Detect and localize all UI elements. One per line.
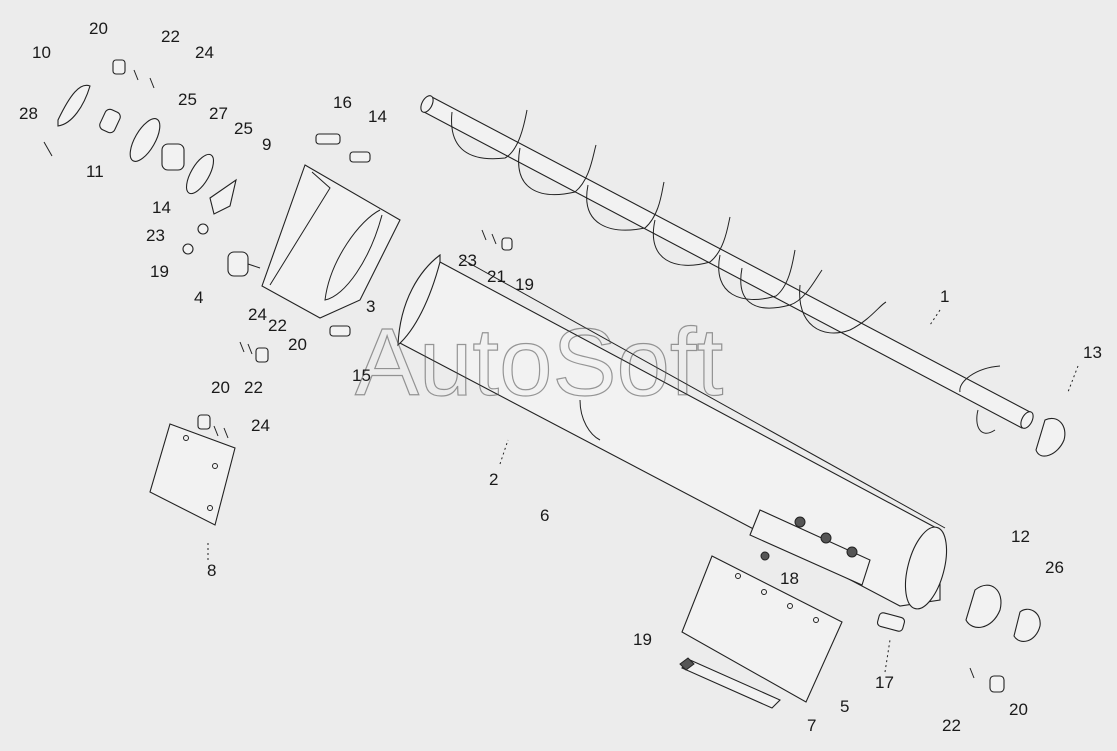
bottom-plate	[681, 555, 843, 703]
callout-label: 26	[1045, 558, 1064, 577]
callout-labels: 1 2 3 4 5 6 7 8 9 10 11 12 13 14 14 15 1…	[19, 19, 1102, 735]
callout-label: 8	[207, 561, 216, 580]
callout-label: 28	[19, 104, 38, 123]
callout-label: 20	[211, 378, 230, 397]
callout-label: 19	[515, 275, 534, 294]
callout-label: 22	[161, 27, 180, 46]
auger-shaft	[420, 95, 1034, 434]
callout-label: 9	[262, 135, 271, 154]
leader-lines	[207, 309, 1079, 673]
callout-label: 14	[152, 198, 171, 217]
callout-label: 20	[288, 335, 307, 354]
callout-label: 19	[150, 262, 169, 281]
callout-label: 22	[942, 716, 961, 735]
callout-label: 23	[458, 251, 477, 270]
callout-label: 20	[89, 19, 108, 38]
callout-label: 13	[1083, 343, 1102, 362]
callout-label: 24	[195, 43, 214, 62]
callout-label: 24	[251, 416, 270, 435]
callout-label: 21	[487, 267, 506, 286]
callout-label: 3	[366, 297, 375, 316]
callout-label: 6	[540, 506, 549, 525]
callout-label: 19	[633, 630, 652, 649]
auger-flights	[451, 109, 1001, 434]
callout-label: 25	[178, 90, 197, 109]
callout-label: 14	[368, 107, 387, 126]
callout-label: 15	[352, 366, 371, 385]
callout-label: 5	[840, 697, 849, 716]
callout-label: 12	[1011, 527, 1030, 546]
callout-label: 20	[1009, 700, 1028, 719]
callout-label: 2	[489, 470, 498, 489]
hardware-middle	[197, 229, 513, 439]
callout-label: 10	[32, 43, 51, 62]
callout-label: 27	[209, 104, 228, 123]
side-bracket-right	[749, 509, 871, 586]
watermark-text: AutoSoft	[355, 309, 723, 416]
hardware-left	[43, 59, 371, 337]
housing-frame	[261, 164, 401, 319]
callout-label: 4	[194, 288, 203, 307]
callout-label: 25	[234, 119, 253, 138]
callout-label: 22	[244, 378, 263, 397]
callout-label: 17	[875, 673, 894, 692]
callout-label: 11	[86, 162, 104, 181]
callout-label: 1	[940, 287, 949, 306]
callout-label: 7	[807, 716, 816, 735]
callout-label: 16	[333, 93, 352, 112]
callout-label: 18	[780, 569, 799, 588]
callout-label: 22	[268, 316, 287, 335]
hardware-right	[876, 418, 1066, 693]
callout-label: 23	[146, 226, 165, 245]
bottom-strip	[679, 657, 781, 709]
cover-plate-left	[149, 423, 236, 526]
callout-label: 24	[248, 305, 267, 324]
